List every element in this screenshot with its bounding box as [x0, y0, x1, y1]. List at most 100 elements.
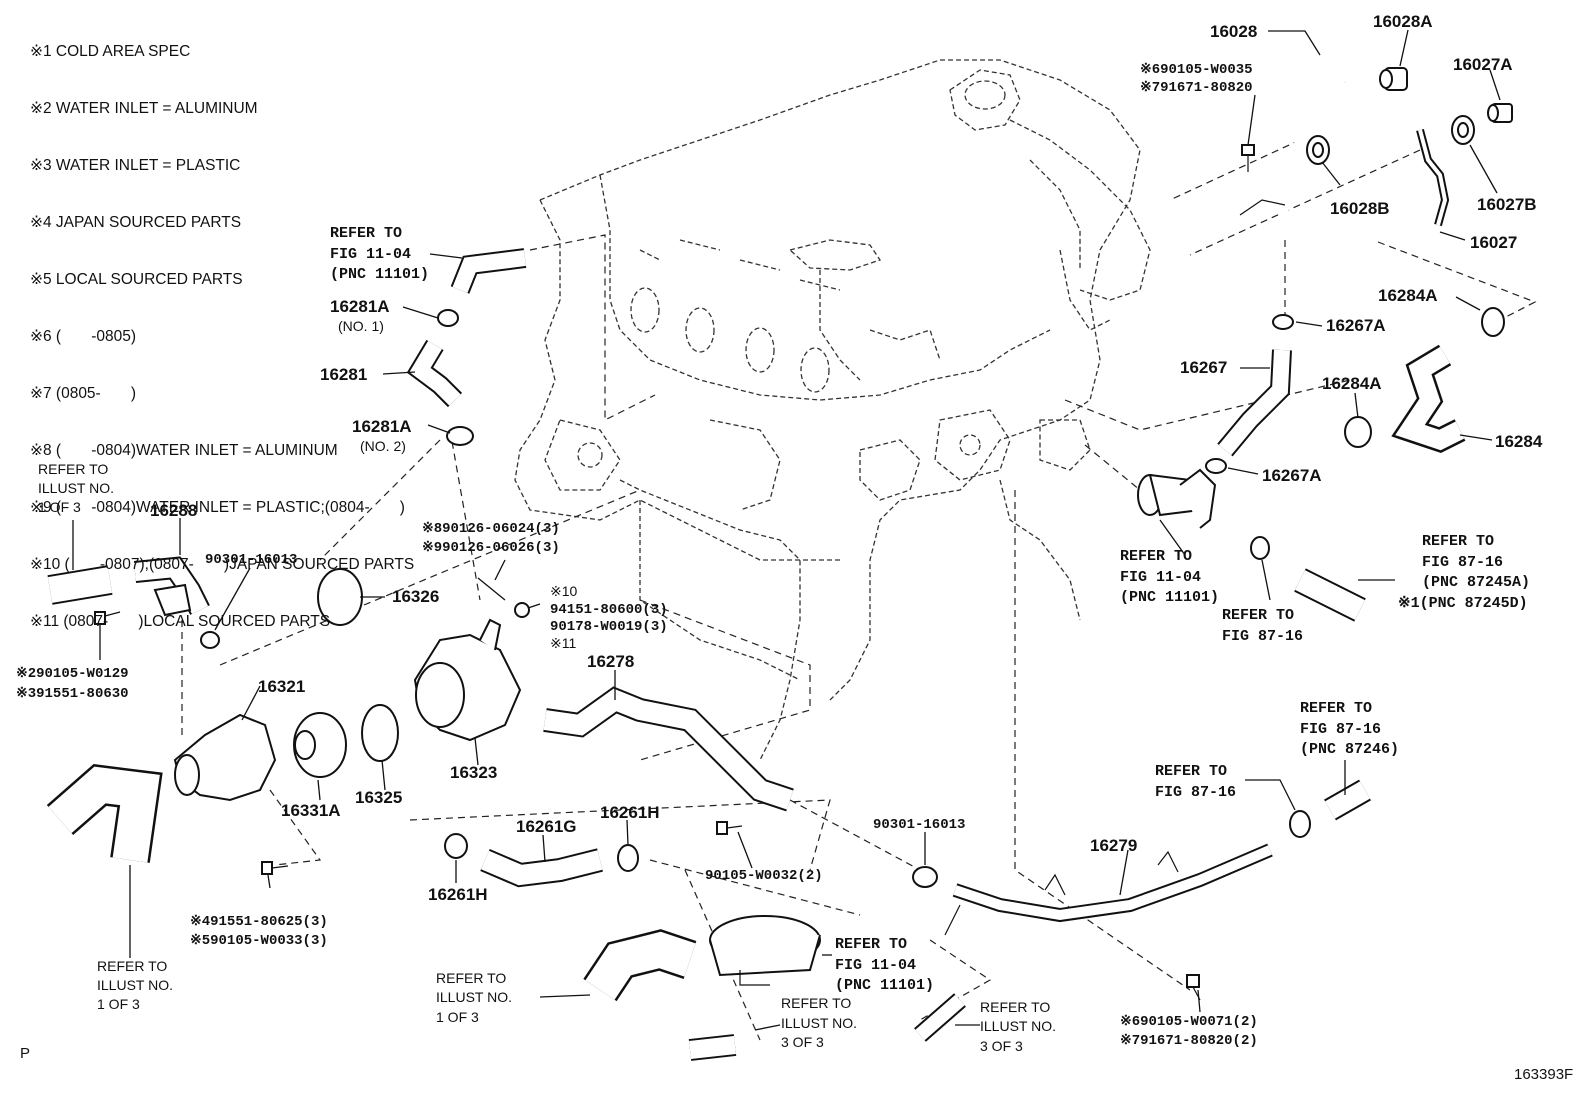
label-ref-87b-3: (PNC 87246) [1300, 741, 1399, 758]
label-16027B: 16027B [1477, 195, 1537, 214]
pipe-fig-11-04-lower [709, 915, 821, 986]
housing-16323 [413, 618, 522, 742]
label-ref-fig11-2: FIG 11-04 [835, 957, 916, 974]
label-ref-87b-2: FIG 87-16 [1300, 721, 1381, 738]
label-16261G: 16261G [516, 817, 577, 836]
hose-lower-left [46, 764, 163, 863]
hose-left-ref [47, 565, 113, 605]
footnote-10: ※10 ( -0807);(0807- )JAPAN SOURCED PARTS [30, 556, 415, 573]
label-ref-87a-1: REFER TO [1422, 533, 1494, 550]
label-16281A-no1-sub: (NO. 1) [338, 318, 384, 334]
label-ref-il3b-1: REFER TO [980, 999, 1050, 1015]
pipe-16027 [1416, 128, 1450, 227]
label-ref-87a-3: (PNC 87245A) [1422, 574, 1530, 591]
footnote-4: ※4 JAPAN SOURCED PARTS [30, 214, 242, 231]
label-ref-mid-3: (PNC 11101) [1120, 589, 1219, 606]
label-note10: ※10 [550, 583, 578, 599]
label-ref-fig11-3: (PNC 11101) [835, 977, 934, 994]
label-16267A-top: 16267A [1326, 316, 1386, 335]
label-16028: 16028 [1210, 22, 1257, 41]
gasket-16028B [1306, 135, 1330, 165]
label-90126-06026: ※990126-06026(3) [422, 540, 560, 556]
plug-16028A [1379, 67, 1408, 91]
footnote-8: ※8 ( -0804)WATER INLET = ALUMINUM [30, 442, 338, 459]
label-16326: 16326 [392, 587, 439, 606]
label-ref-top-3: (PNC 11101) [330, 266, 429, 283]
label-91551-80625: ※491551-80625(3) [190, 914, 328, 930]
label-90105-W0071: ※690105-W0071(2) [1120, 1014, 1258, 1030]
label-90105-W0129: ※290105-W0129 [16, 666, 129, 682]
pipe-16279 [944, 843, 1273, 936]
label-ref-87-2: FIG 87-16 [1222, 628, 1303, 645]
bolt-16028 [1241, 144, 1255, 172]
label-ref-left-1: REFER TO [38, 461, 108, 477]
label-16323: 16323 [450, 763, 497, 782]
housing-16321 [173, 713, 277, 802]
label-16284A-mid: 16284A [1322, 374, 1382, 393]
label-90178-W0019: 90178-W0019(3) [550, 619, 668, 635]
label-91671-80820-bot: ※791671-80820(2) [1120, 1033, 1258, 1049]
label-16028B: 16028B [1330, 199, 1390, 218]
label-ref-bl-1: REFER TO [97, 958, 167, 974]
label-ref-top-1: REFER TO [330, 225, 402, 242]
label-90301-16013-a: 90301-16013 [205, 552, 297, 568]
thermostat-16331A [293, 712, 347, 778]
label-16325: 16325 [355, 788, 402, 807]
label-90105-W0033: ※590105-W0033(3) [190, 933, 328, 949]
label-94151-80600: 94151-80600(3) [550, 602, 668, 618]
label-ref-fig11-1: REFER TO [835, 936, 907, 953]
pipe-ref-11-04-top [450, 248, 527, 294]
label-91671-80820-top: ※791671-80820 [1140, 80, 1253, 96]
label-16281A-no2: 16281A [352, 417, 412, 436]
label-ref-top-2: FIG 11-04 [330, 246, 411, 263]
label-16027: 16027 [1470, 233, 1517, 252]
label-ref-87-1: REFER TO [1222, 607, 1294, 624]
label-ref-left-3: 1 OF 3 [38, 499, 81, 515]
bolt-91551-80625 [261, 861, 289, 875]
label-ref-bl-3: 1 OF 3 [97, 996, 140, 1012]
label-ref-il3a-3: 3 OF 3 [781, 1034, 824, 1050]
gasket-16325 [361, 704, 399, 762]
label-16284: 16284 [1495, 432, 1543, 451]
label-16281A-no2-sub: (NO. 2) [360, 438, 406, 454]
footnote-11: ※11 (0807- )LOCAL SOURCED PARTS [30, 613, 331, 630]
engine-block-outline [514, 59, 1141, 761]
label-ref-bc-3: 1 OF 3 [436, 1009, 479, 1025]
label-ref-mid-2: FIG 11-04 [1120, 569, 1201, 586]
hose-16261G [444, 833, 639, 888]
label-91551-80630: ※391551-80630 [16, 686, 129, 702]
label-90301-16013-b: 90301-16013 [873, 817, 965, 833]
label-16261H-bot: 16261H [428, 885, 488, 904]
label-16267A-bot: 16267A [1262, 466, 1322, 485]
label-16261H-top: 16261H [600, 803, 660, 822]
label-ref-87b-1: REFER TO [1300, 700, 1372, 717]
label-16267: 16267 [1180, 358, 1227, 377]
hose-87246 [1289, 779, 1371, 838]
label-90126-06024: ※890126-06024(3) [422, 521, 560, 537]
label-note11: ※11 [550, 635, 576, 651]
footnote-2: ※2 WATER INLET = ALUMINUM [30, 100, 258, 117]
label-16027A: 16027A [1453, 55, 1513, 74]
label-16284A-top: 16284A [1378, 286, 1438, 305]
figure-id: 163393F [1514, 1066, 1574, 1083]
label-ref-il3a-1: REFER TO [781, 995, 851, 1011]
label-ref-87a-2: FIG 87-16 [1422, 554, 1503, 571]
label-16278: 16278 [587, 652, 634, 671]
pipe-16278 [543, 686, 794, 812]
footnote-3: ※3 WATER INLET = PLASTIC [30, 157, 241, 174]
label-16281A-no1: 16281A [330, 297, 390, 316]
label-ref-il3a-2: ILLUST NO. [781, 1015, 857, 1031]
label-ref-bc-2: ILLUST NO. [436, 989, 512, 1005]
stud-90126 [477, 577, 530, 618]
label-ref-87a-4: ※1(PNC 87245D) [1398, 595, 1528, 612]
hose-16267 [1205, 314, 1294, 474]
hose-lower-3of3-b [914, 993, 966, 1042]
label-16028A: 16028A [1373, 12, 1433, 31]
label-ref-bl-2: ILLUST NO. [97, 977, 173, 993]
hose-16284 [1344, 307, 1505, 453]
label-ref-mid-1: REFER TO [1120, 548, 1192, 565]
label-16288: 16288 [150, 501, 197, 520]
hose-lower-center [583, 929, 697, 1002]
label-ref-bc-1: REFER TO [436, 970, 506, 986]
